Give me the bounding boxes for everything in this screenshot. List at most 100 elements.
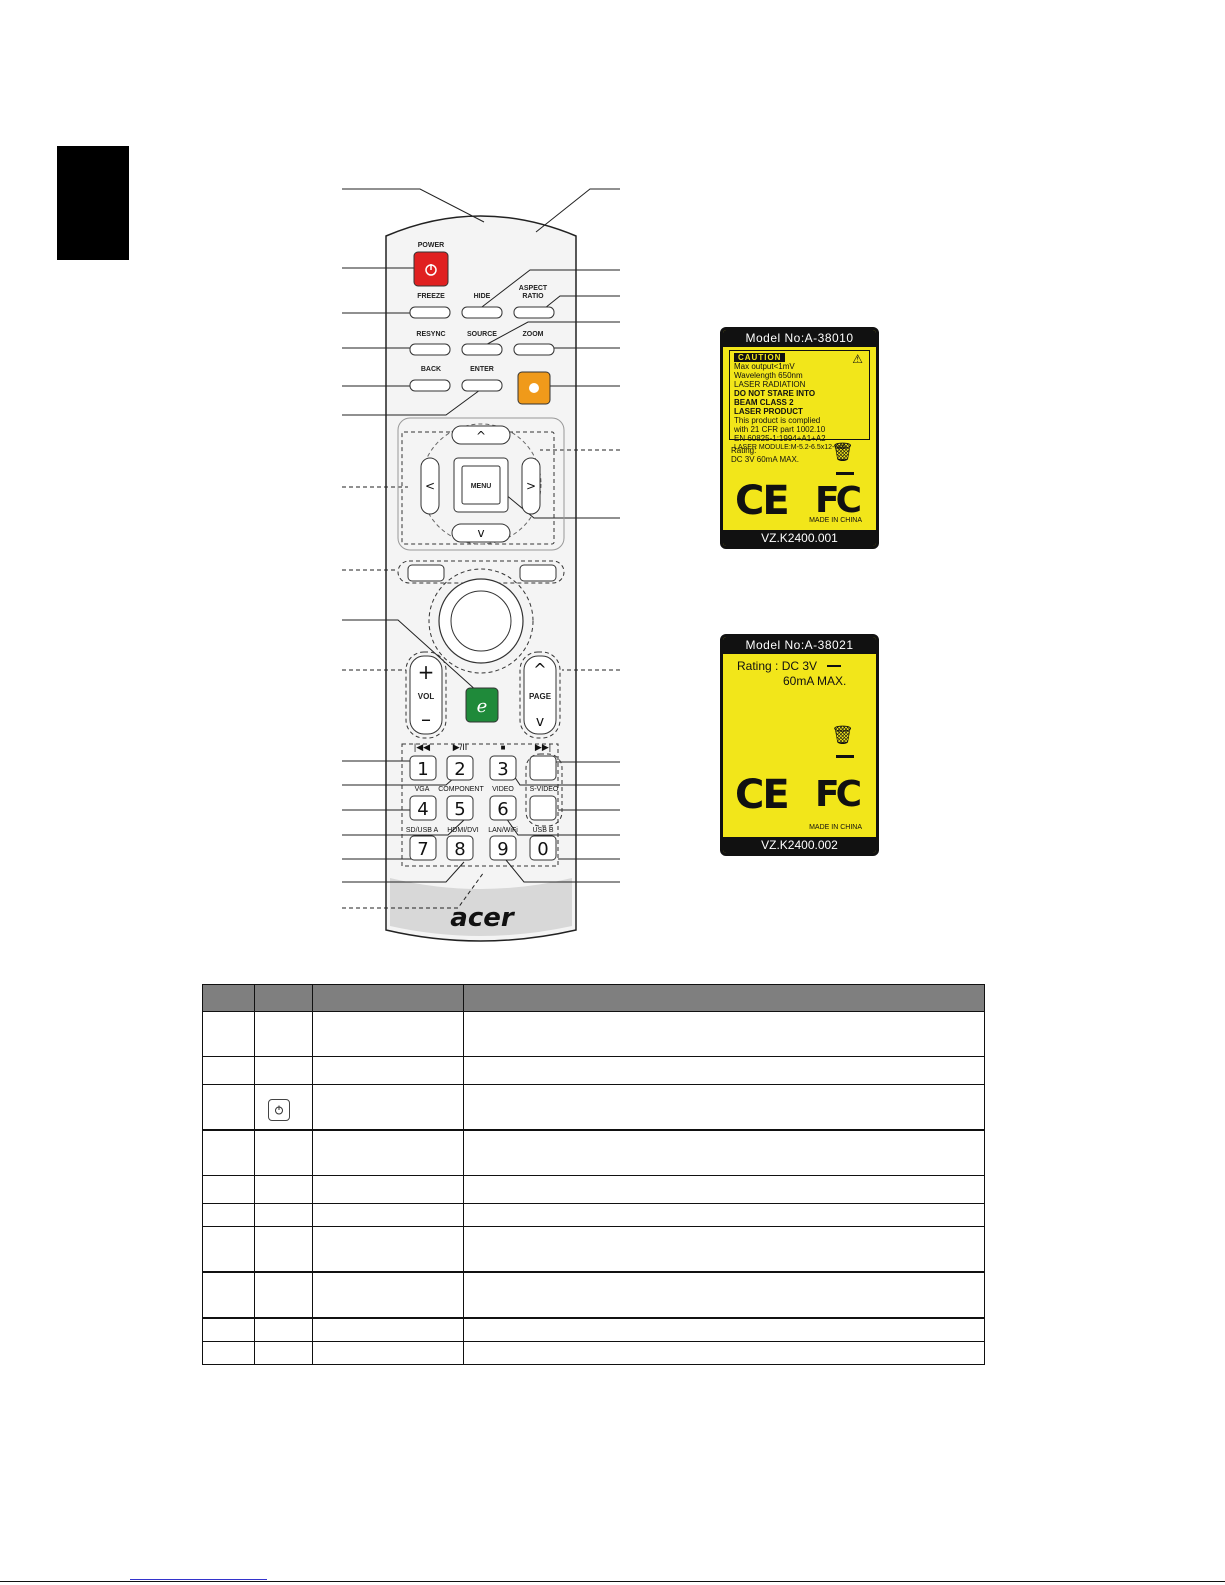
key-1-label: 1 <box>417 759 428 780</box>
page-up-icon: ^ <box>533 660 546 679</box>
label1-line: EN 60825-1:1994+A1+A2 <box>734 434 826 443</box>
key-4[interactable] <box>409 795 437 821</box>
label1-made-in: MADE IN CHINA <box>809 517 862 524</box>
key-7-label: 7 <box>417 839 428 860</box>
right-arrow-icon: > <box>526 479 536 493</box>
key-6-label: 6 <box>497 799 508 820</box>
key-1[interactable] <box>409 755 437 781</box>
s-video-key[interactable] <box>529 795 557 821</box>
hide-label: HIDE <box>474 293 491 300</box>
chapter-tab <box>57 146 129 260</box>
label1-rating: Rating: DC 3V 60mA MAX. <box>731 446 868 464</box>
left-button[interactable] <box>420 457 440 515</box>
label1-line: LASER RADIATION <box>734 380 806 389</box>
hdmi-dvi-label: HDMI/DVI <box>447 827 479 834</box>
resync-label: RESYNC <box>416 331 445 338</box>
key-7[interactable] <box>409 835 437 861</box>
label1-model: Model No:A-38010 <box>723 330 876 347</box>
label2-rating-1: Rating : DC 3V <box>737 659 818 673</box>
video-label: VIDEO <box>492 786 514 793</box>
key-2-label: 2 <box>454 759 465 780</box>
freeze-label: FREEZE <box>417 293 445 300</box>
resync-button[interactable] <box>409 343 451 356</box>
key-5[interactable] <box>446 795 474 821</box>
mouse-left-button[interactable] <box>407 564 445 582</box>
down-button[interactable] <box>451 523 511 543</box>
label1-caution-tag: CAUTION <box>734 353 786 362</box>
freeze-button[interactable] <box>409 306 451 319</box>
remote-function-table <box>202 984 985 1365</box>
label1-rating-2: DC 3V 60mA MAX. <box>731 455 800 464</box>
label2-model: Model No:A-38021 <box>723 637 876 654</box>
dpad-frame <box>397 417 565 551</box>
enter-button[interactable] <box>461 379 503 392</box>
key-2[interactable] <box>446 755 474 781</box>
up-arrow-icon: ^ <box>476 429 486 443</box>
stop-icon: ■ <box>501 743 506 752</box>
label1-line: with 21 CFR part 1002.10 <box>734 425 826 434</box>
source-button[interactable] <box>461 343 503 356</box>
right-callouts <box>477 188 620 883</box>
key-3[interactable] <box>489 755 517 781</box>
label1-line: This product is complied <box>734 416 821 425</box>
empowering-key-button[interactable] <box>465 687 499 723</box>
footer-link-underline[interactable] <box>130 1579 267 1580</box>
next-key[interactable] <box>529 755 557 781</box>
table-row <box>202 1226 985 1273</box>
key-9[interactable] <box>489 835 517 861</box>
menu-label: MENU <box>471 483 492 490</box>
table-header-cell <box>202 984 255 1012</box>
laser-warning-icon: ⚠ <box>852 352 863 366</box>
weee-bar <box>836 755 854 758</box>
volume-plus: + <box>418 660 435 684</box>
weee-bar <box>836 472 854 475</box>
back-label: BACK <box>421 366 441 373</box>
key-6[interactable] <box>489 795 517 821</box>
table-row <box>202 1317 985 1342</box>
back-button[interactable] <box>409 379 451 392</box>
remote-bottom-shade <box>390 878 572 936</box>
hide-button[interactable] <box>461 306 503 319</box>
zoom-label: ZOOM <box>523 331 544 338</box>
mouse-right-button[interactable] <box>519 564 557 582</box>
label2-rating-2: 60mA MAX. <box>783 674 847 688</box>
label1-line: Max output<1mV <box>734 362 795 371</box>
acer-logo: acer <box>450 903 516 933</box>
source-label: SOURCE <box>467 331 497 338</box>
label1-rating-1: Rating: <box>731 446 757 455</box>
lan-wifi-label: LAN/WiFi <box>488 827 518 834</box>
fc-mark: FC <box>815 774 862 815</box>
down-arrow-icon: v <box>477 526 484 540</box>
page-label: PAGE <box>529 692 552 701</box>
table-row <box>202 1341 985 1365</box>
table-header-row <box>202 984 985 1012</box>
s-video-label: S-VIDEO <box>530 786 559 793</box>
up-button[interactable] <box>451 425 511 445</box>
volume-rocker[interactable] <box>409 655 443 735</box>
play-pause-icon: ▶/II <box>453 742 467 752</box>
e-key-label: e <box>477 696 488 717</box>
key-8[interactable] <box>446 835 474 861</box>
aspect-label-1: ASPECT <box>519 285 548 292</box>
key-0-label: 0 <box>537 839 548 860</box>
remote-label-a38010: Model No:A-38010 CAUTION ⚠ Max output<1m… <box>720 327 879 549</box>
label1-part: VZ.K2400.001 <box>723 530 876 546</box>
label1-line: DO NOT STARE INTO <box>734 389 816 398</box>
key-4-label: 4 <box>417 799 428 820</box>
power-label: POWER <box>418 242 444 249</box>
key-8-label: 8 <box>454 839 465 860</box>
page-rocker[interactable] <box>523 655 557 735</box>
label2-made-in: MADE IN CHINA <box>809 824 862 831</box>
aspect-ratio-button[interactable] <box>513 306 555 319</box>
table-row <box>202 1271 985 1319</box>
ce-mark: CE <box>735 772 790 818</box>
label1-line: BEAM CLASS 2 <box>734 398 794 407</box>
right-button[interactable] <box>521 457 541 515</box>
table-row <box>202 1084 985 1131</box>
zoom-button[interactable] <box>513 343 555 356</box>
label1-caution-box: CAUTION ⚠ Max output<1mV Wavelength 650n… <box>729 350 870 451</box>
key-9-label: 9 <box>497 839 508 860</box>
key-0[interactable] <box>529 835 557 861</box>
table-row <box>202 1203 985 1227</box>
label1-line: LASER PRODUCT <box>734 407 803 416</box>
